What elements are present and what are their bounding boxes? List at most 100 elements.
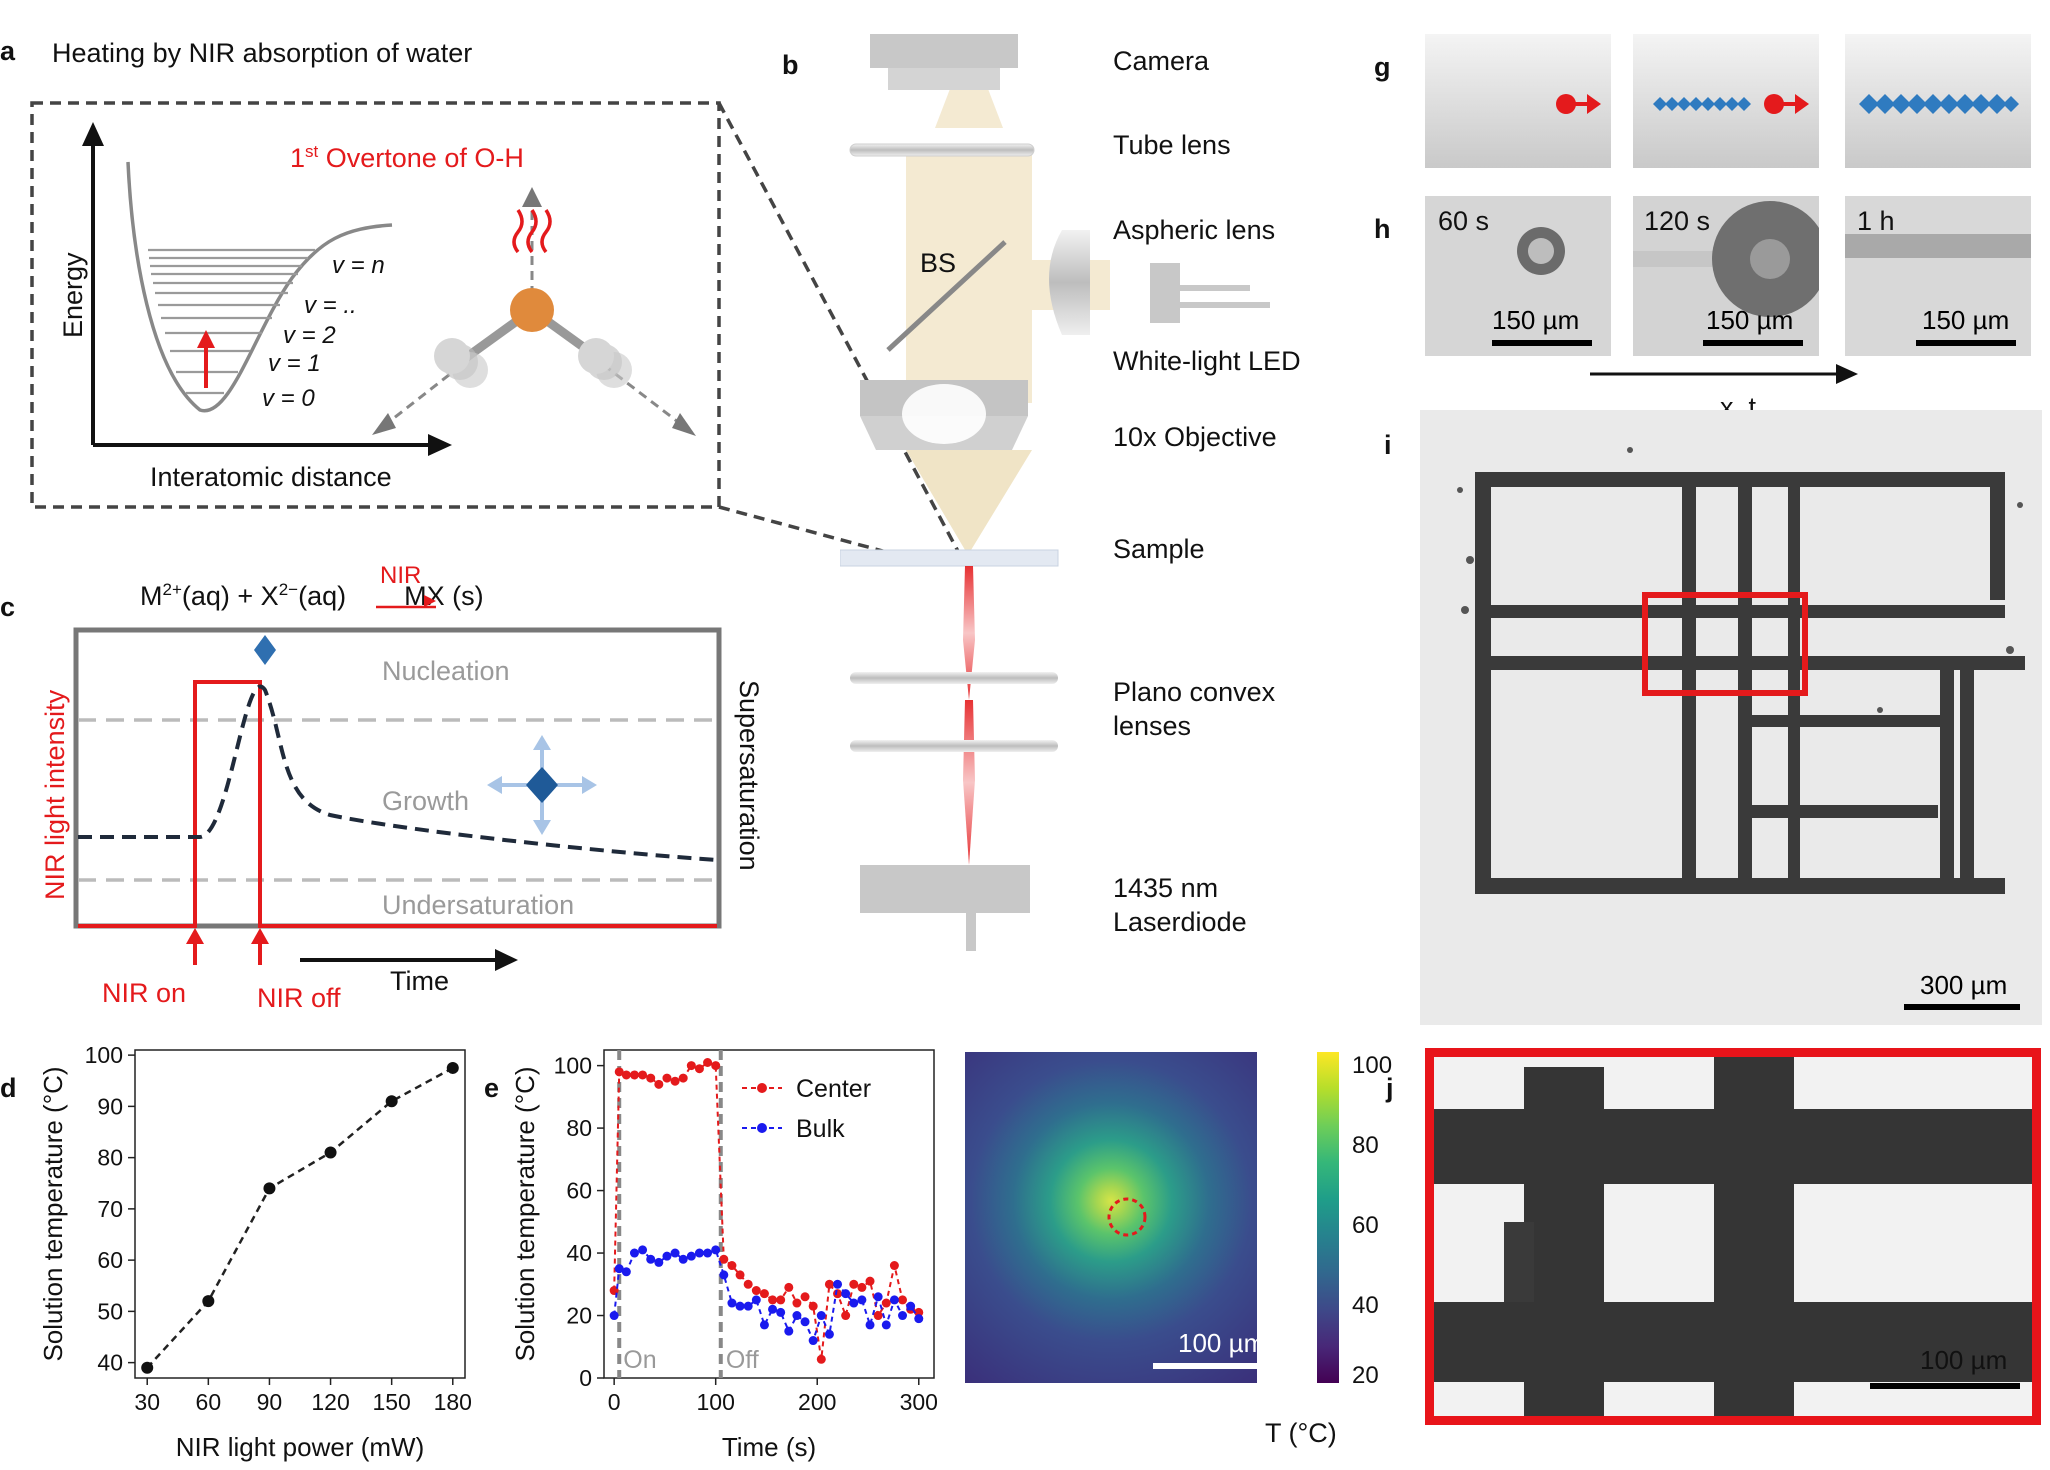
h-scale-bar-1	[1492, 340, 1592, 346]
data-point-center	[719, 1254, 729, 1264]
x-tick-label: 300	[900, 1389, 938, 1415]
zoom-box	[30, 101, 721, 509]
data-point-bulk	[735, 1301, 745, 1311]
h-scale-text-2: 150 µm	[1706, 305, 1794, 335]
light-cone-sample	[906, 450, 1032, 555]
data-point-bulk	[686, 1251, 696, 1261]
x-tick-label: 100	[697, 1389, 735, 1415]
led-cone	[1090, 267, 1110, 292]
data-point-bulk	[719, 1270, 729, 1280]
sample-label: Sample	[1113, 534, 1205, 564]
panel-b-label: b	[782, 50, 799, 80]
data-point	[202, 1295, 215, 1308]
data-point-bulk	[727, 1298, 737, 1308]
data-point-center	[865, 1276, 875, 1286]
data-point-center	[670, 1076, 680, 1086]
bs-label: BS	[920, 248, 957, 278]
y-axis-label: Solution temperature (°C)	[38, 1066, 68, 1361]
data-point-bulk	[784, 1326, 794, 1336]
panel-a-figure	[30, 101, 962, 559]
data-point-bulk	[849, 1298, 859, 1308]
data-point-center	[621, 1070, 631, 1080]
plot-area	[134, 1049, 466, 1379]
h-time-1h: 1 h	[1857, 206, 1895, 236]
colorbar	[1317, 1052, 1339, 1383]
zone-nucleation: Nucleation	[382, 656, 510, 686]
h-scale-bar-2	[1703, 340, 1803, 346]
y-tick-label: 40	[97, 1350, 123, 1376]
annotation-on: On	[623, 1346, 656, 1374]
legend-marker	[757, 1083, 767, 1093]
series-line	[146, 1066, 454, 1369]
data-point-bulk	[873, 1292, 883, 1302]
f-scale-bar	[1153, 1363, 1278, 1369]
camera-shape	[870, 34, 1018, 68]
nucleus-crystal	[254, 635, 276, 665]
data-point-bulk	[694, 1248, 704, 1258]
data-point-center	[768, 1295, 778, 1305]
data-point-bulk	[711, 1245, 721, 1255]
panel-g-label: g	[1374, 52, 1391, 82]
data-point-bulk	[751, 1295, 761, 1305]
panel-c-label: c	[0, 592, 16, 622]
data-point-center	[841, 1311, 851, 1321]
growth-crystal	[487, 735, 597, 835]
data-point-bulk	[614, 1264, 624, 1274]
microscope-schematic	[840, 34, 1110, 951]
j-scale-text: 100 µm	[1920, 1345, 2008, 1375]
legend-label: Center	[796, 1075, 871, 1103]
reaction-nir: NIR	[380, 562, 422, 589]
data-point-center	[784, 1282, 794, 1292]
x-tick-label: 90	[257, 1389, 283, 1415]
data-point-bulk	[678, 1254, 688, 1264]
data-point	[385, 1095, 398, 1108]
laser-beam-lower	[963, 700, 975, 865]
plano-convex-lens-2	[850, 740, 1058, 752]
panel-j-label: j	[1386, 1073, 1394, 1103]
data-point-center	[808, 1301, 818, 1311]
data-point-center	[727, 1261, 737, 1271]
colorbar-tick-20: 20	[1352, 1362, 1379, 1389]
g-frame-3	[1845, 34, 2031, 168]
panel-e-label: e	[484, 1073, 500, 1103]
wavelength-label: 1435 nm	[1113, 873, 1219, 903]
laser-beam-upper	[963, 566, 975, 700]
x-tick-label: 150	[372, 1389, 410, 1415]
lenses-label: lenses	[1113, 711, 1192, 741]
y-tick-label: 90	[97, 1093, 123, 1119]
j-scale-bar	[1870, 1383, 2020, 1389]
y-tick-label: 60	[566, 1178, 592, 1204]
data-point-center	[857, 1282, 867, 1292]
data-point-bulk	[768, 1304, 778, 1314]
y-tick-label: 80	[566, 1115, 592, 1141]
h-scale-bar-3	[1916, 340, 2016, 346]
data-point	[324, 1146, 337, 1159]
panel-a-title: Heating by NIR absorption of water	[52, 38, 473, 68]
data-point-bulk	[646, 1254, 656, 1264]
data-point-center	[694, 1064, 704, 1074]
y-axis-label: Solution temperature (°C)	[510, 1066, 540, 1361]
data-point-bulk	[792, 1311, 802, 1321]
data-point-bulk	[881, 1320, 891, 1330]
y-tick-label: 20	[566, 1303, 592, 1329]
camera-mount	[888, 68, 1000, 90]
data-point-center	[735, 1270, 745, 1280]
panel-i-label: i	[1384, 430, 1392, 460]
led-label: White-light LED	[1113, 346, 1301, 376]
data-point-center	[776, 1295, 786, 1305]
zoom-line-top	[717, 102, 962, 556]
data-point-center	[743, 1279, 753, 1289]
g-frame-1	[1425, 34, 1611, 168]
data-point	[263, 1182, 276, 1195]
data-point-bulk	[776, 1307, 786, 1317]
data-point-bulk	[808, 1336, 818, 1346]
y-tick-label: 60	[97, 1247, 123, 1273]
level-1: v = 1	[268, 350, 321, 377]
h-time-120s: 120 s	[1644, 206, 1711, 236]
sample-slide	[840, 549, 1059, 567]
data-point-center	[881, 1298, 891, 1308]
data-point-bulk	[621, 1267, 631, 1277]
data-point-center	[816, 1354, 826, 1364]
y-tick-label: 50	[97, 1298, 123, 1324]
